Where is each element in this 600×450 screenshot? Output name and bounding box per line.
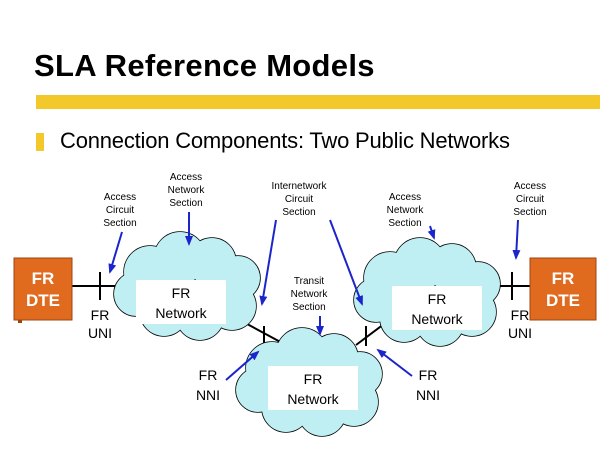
network-right-box	[392, 286, 482, 330]
dte-right: FR DTE	[529, 257, 597, 321]
network-left-box	[136, 280, 226, 324]
arrow-access-network-right	[427, 225, 436, 240]
bullet-marker	[36, 133, 44, 151]
title-accent-bar	[36, 95, 600, 109]
dte-left: FR DTE	[13, 257, 73, 323]
nni-right-line1: FR	[419, 367, 438, 383]
arrow-internetwork-left	[259, 219, 277, 306]
arrow-nni-right	[376, 348, 413, 377]
label-internetwork-2: Circuit	[285, 194, 314, 205]
label-transit-2: Network	[291, 289, 329, 300]
label-access-network-left-1: Access	[170, 172, 202, 183]
label-access-network-right-2: Network	[387, 205, 425, 216]
label-access-network-left-2: Network	[168, 185, 206, 196]
nni-right-line2: NNI	[416, 387, 440, 403]
slide-title: SLA Reference Models	[34, 48, 375, 83]
network-left-line2: Network	[155, 305, 207, 321]
dte-right-line1: FR	[552, 269, 575, 288]
nni-left-line1: FR	[199, 367, 218, 383]
label-access-circuit-left-1: Access	[104, 192, 136, 203]
arrow-nni-left	[225, 350, 260, 381]
dte-left-line2: DTE	[26, 291, 60, 310]
arrow-access-circuit-right	[512, 219, 521, 260]
label-internetwork-1: Internetwork	[271, 181, 327, 192]
label-access-network-right-1: Access	[389, 192, 421, 203]
network-left-line1: FR	[172, 285, 191, 301]
network-bottom-line1: FR	[304, 371, 323, 387]
dte-left-line1: FR	[32, 269, 55, 288]
label-transit-1: Transit	[294, 276, 324, 287]
network-bottom-box	[268, 366, 358, 410]
uni-left-line2: UNI	[88, 325, 112, 341]
uni-right-line1: FR	[511, 307, 530, 323]
label-access-circuit-right-1: Access	[514, 181, 546, 192]
arrow-access-circuit-left	[108, 231, 123, 274]
slide-subtitle: Connection Components: Two Public Networ…	[60, 128, 510, 153]
label-access-circuit-left-3: Section	[103, 218, 136, 229]
nni-left-line2: NNI	[196, 387, 220, 403]
arrow-internetwork-right	[329, 219, 363, 306]
label-access-circuit-right-2: Circuit	[516, 194, 545, 205]
network-right-line2: Network	[411, 311, 463, 327]
label-access-circuit-right-3: Section	[513, 207, 546, 218]
network-bottom-line2: Network	[287, 391, 339, 407]
label-access-circuit-left-2: Circuit	[106, 205, 135, 216]
uni-left-line1: FR	[91, 307, 110, 323]
network-right-line1: FR	[428, 291, 447, 307]
uni-right-line2: UNI	[508, 325, 532, 341]
label-internetwork-3: Section	[282, 207, 315, 218]
label-transit-3: Section	[292, 302, 325, 313]
label-access-network-left-3: Section	[169, 198, 202, 209]
label-access-network-right-3: Section	[388, 218, 421, 229]
dte-right-line2: DTE	[546, 291, 580, 310]
